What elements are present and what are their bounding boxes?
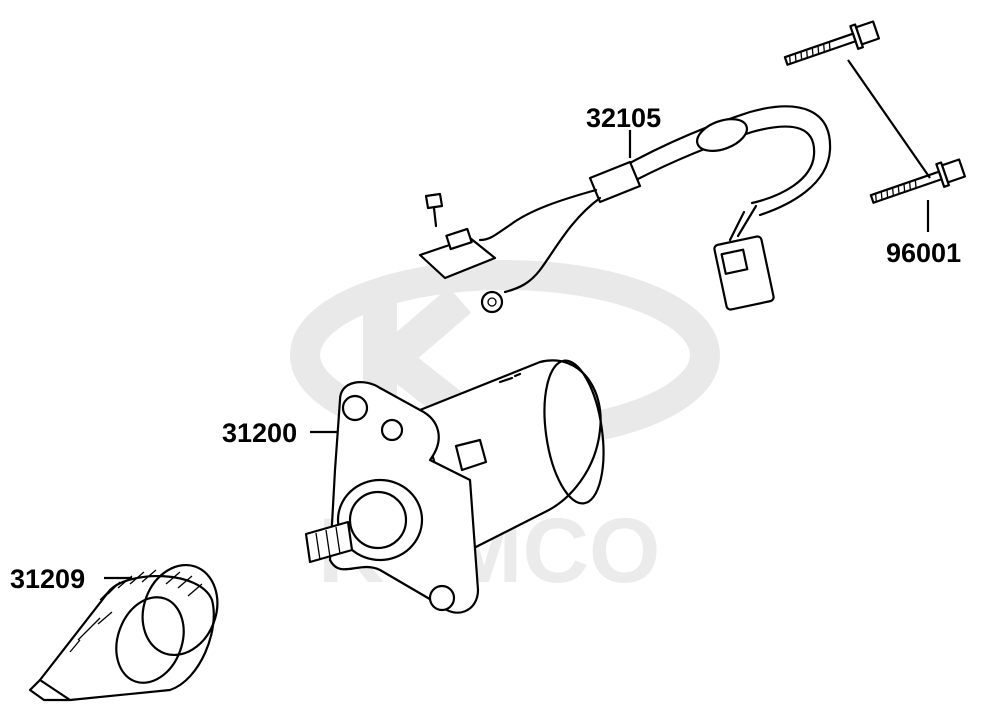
starter-wire-harness <box>418 105 832 314</box>
part-label-31200: 31200 <box>222 418 297 448</box>
part-label-31209: 31209 <box>10 564 85 594</box>
flange-bolt-upper <box>783 20 881 66</box>
part-label-96001: 96001 <box>886 238 961 268</box>
starter-clutch-gear <box>28 563 219 702</box>
starter-motor <box>304 359 605 614</box>
flange-bolt-lower <box>869 158 967 204</box>
part-label-32105: 32105 <box>586 103 661 133</box>
bolt-link-line <box>847 59 931 179</box>
